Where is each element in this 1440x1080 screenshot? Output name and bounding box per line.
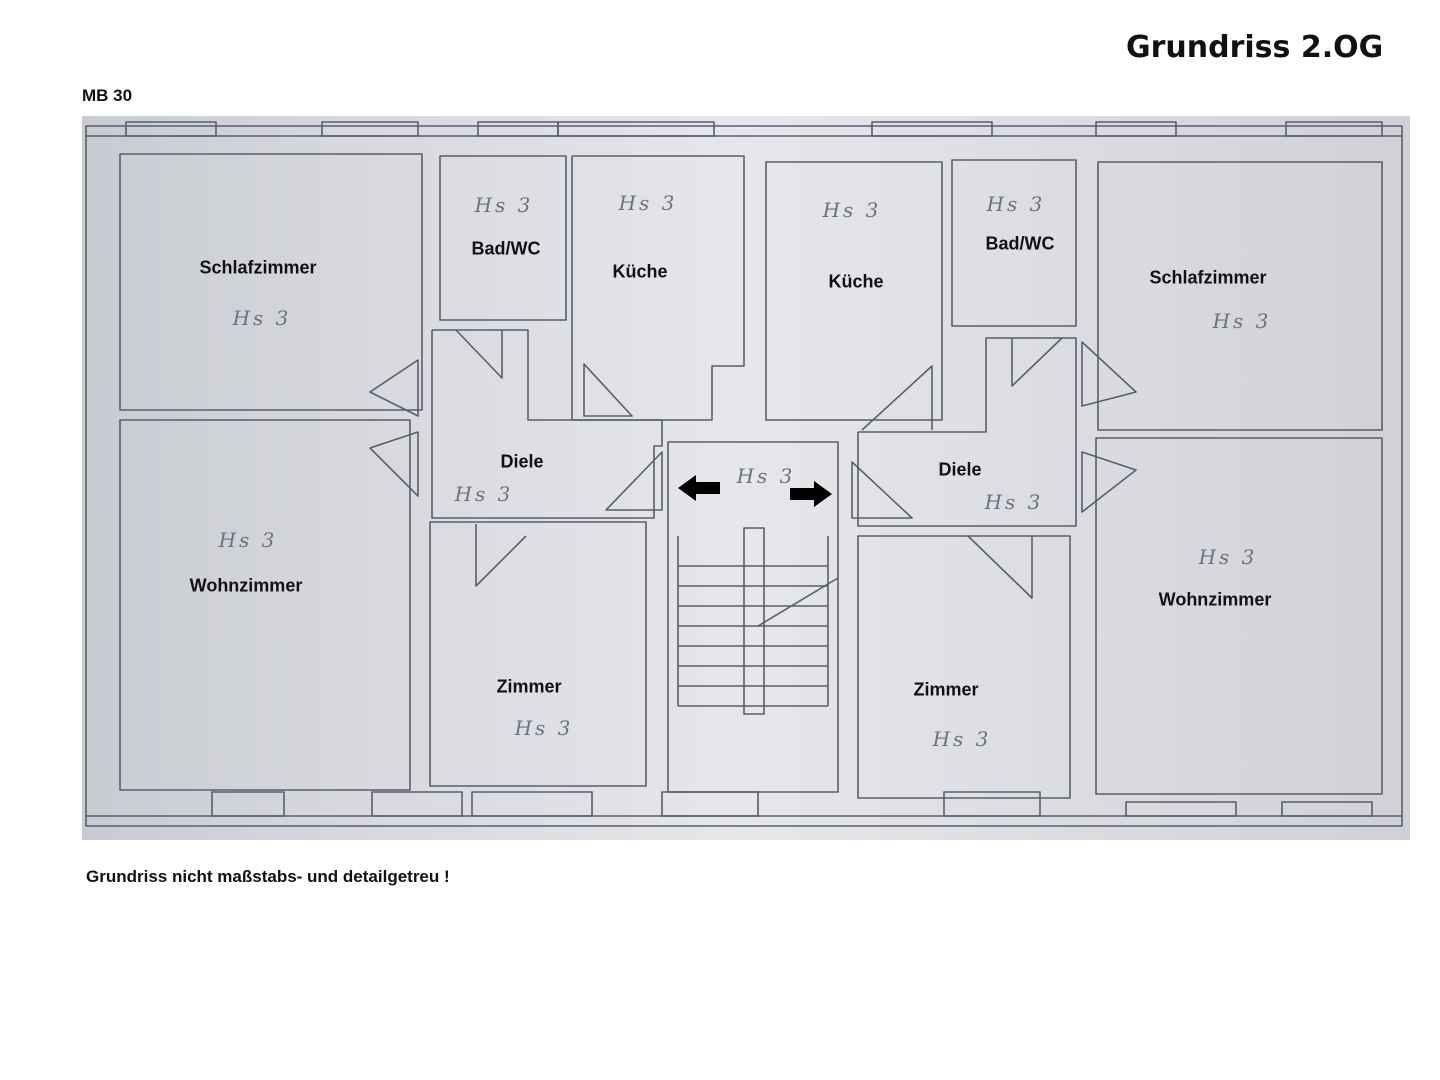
hs-tag: Hs 3 xyxy=(1212,309,1272,333)
room-label-wohnzimmer-right: Wohnzimmer xyxy=(1158,589,1272,610)
room-label-kueche-right: Küche xyxy=(828,271,884,292)
room-schlafzimmer-left xyxy=(119,153,423,411)
room-schlafzimmer-right xyxy=(1097,161,1383,431)
hs-tag: Hs 3 xyxy=(986,192,1046,216)
room-bad-left xyxy=(439,155,567,321)
hs-tag: Hs 3 xyxy=(984,490,1044,514)
arrow-right-icon xyxy=(790,481,832,507)
floor-plan-drawing xyxy=(85,121,1403,827)
door-swing xyxy=(861,365,933,431)
door-swing xyxy=(1011,337,1063,387)
room-label-zimmer-left: Zimmer xyxy=(496,676,562,697)
room-wohnzimmer-left xyxy=(119,419,411,791)
hs-tag: Hs 3 xyxy=(618,191,678,215)
room-label-diele-right: Diele xyxy=(938,459,982,480)
door-swing xyxy=(967,535,1033,599)
room-label-schlafzimmer-right: Schlafzimmer xyxy=(1149,267,1267,288)
room-diele-right xyxy=(857,337,1077,527)
door-swing xyxy=(455,329,503,379)
room-label-wohnzimmer-left: Wohnzimmer xyxy=(189,575,303,596)
hs-tag: Hs 3 xyxy=(232,306,292,330)
stair-steps xyxy=(678,565,828,707)
building-code: MB 30 xyxy=(82,86,133,105)
room-label-bad-left: Bad/WC xyxy=(471,238,541,259)
room-kueche-right xyxy=(765,161,943,421)
door-swing xyxy=(1081,451,1137,513)
stair-eye xyxy=(743,527,765,715)
room-bad-right xyxy=(951,159,1077,327)
bottom-windows xyxy=(211,791,1373,817)
hs-tag: Hs 3 xyxy=(514,716,574,740)
door-swing xyxy=(583,363,633,417)
room-label-diele-left: Diele xyxy=(500,451,544,472)
door-swing xyxy=(1081,341,1137,407)
door-swing xyxy=(851,461,913,519)
door-swing xyxy=(475,524,527,587)
floor-plan: Hs 3 Hs 3 Hs 3 Hs 3 Hs 3 Hs 3 Hs 3 Hs 3 … xyxy=(82,116,1410,840)
stairwell xyxy=(667,441,839,793)
room-label-bad-right: Bad/WC xyxy=(985,233,1055,254)
door-swing xyxy=(369,431,419,497)
page-title: Grundriss 2.OG xyxy=(1126,30,1384,65)
hs-tag: Hs 3 xyxy=(1198,545,1258,569)
door-swing xyxy=(605,451,663,511)
hs-tag: Hs 3 xyxy=(736,464,796,488)
room-label-zimmer-right: Zimmer xyxy=(913,679,979,700)
hs-tag: Hs 3 xyxy=(822,198,882,222)
outer-wall xyxy=(85,125,1403,827)
top-windows xyxy=(125,121,1383,137)
hs-tag: Hs 3 xyxy=(932,727,992,751)
room-diele-left xyxy=(431,329,663,519)
room-label-schlafzimmer-left: Schlafzimmer xyxy=(199,257,317,278)
door-swing xyxy=(369,359,419,417)
arrow-left-icon xyxy=(678,475,720,501)
hs-tag: Hs 3 xyxy=(474,193,534,217)
disclaimer-note: Grundriss nicht maßstabs- und detailgetr… xyxy=(86,867,450,886)
hs-tag: Hs 3 xyxy=(218,528,278,552)
room-zimmer-left xyxy=(429,521,647,787)
room-label-kueche-left: Küche xyxy=(612,261,668,282)
room-zimmer-right xyxy=(857,535,1071,799)
hs-tag: Hs 3 xyxy=(454,482,514,506)
stair-direction-line xyxy=(757,577,839,627)
room-wohnzimmer-right xyxy=(1095,437,1383,795)
